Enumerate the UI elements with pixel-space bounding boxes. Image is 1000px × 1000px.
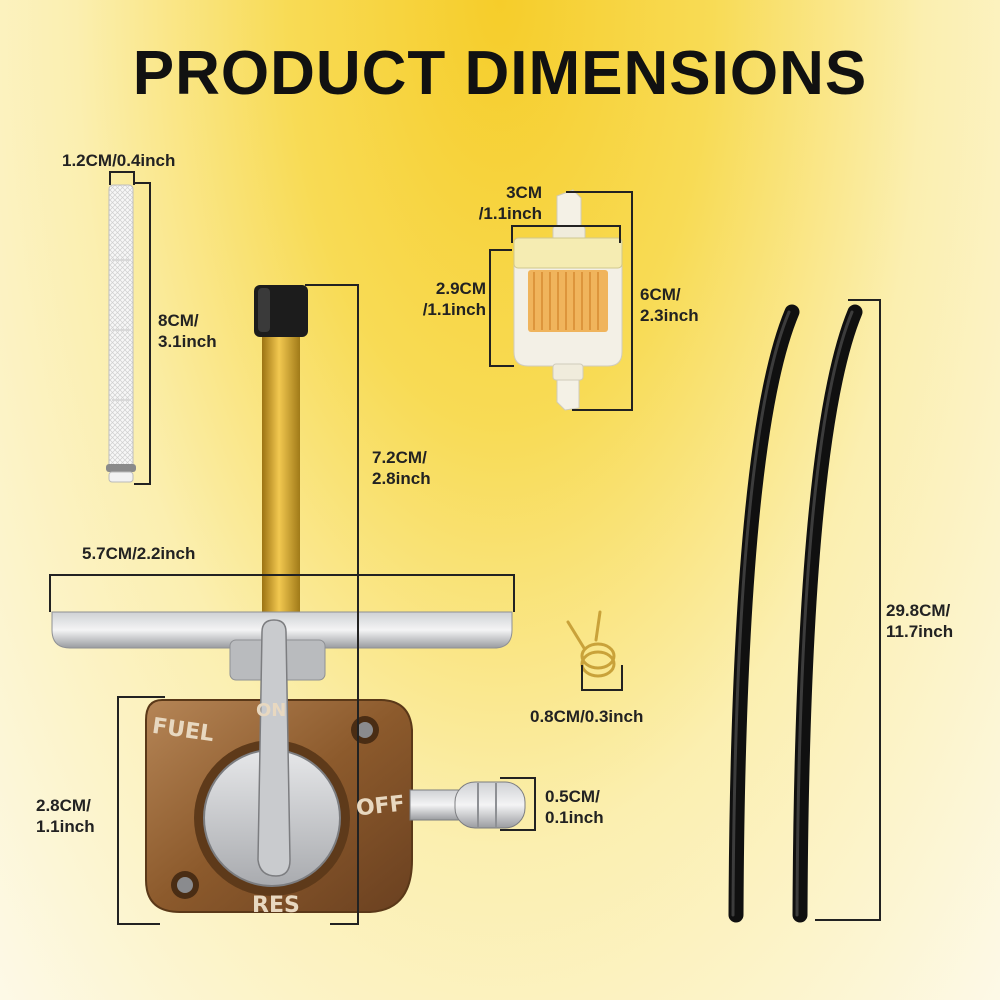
label-clip: 0.8CM/0.3inch bbox=[530, 707, 644, 726]
label-strainer-width: 1.2CM/0.4inch bbox=[62, 151, 176, 170]
label-filter-nozzle-inch: /1.1inch bbox=[478, 204, 542, 223]
dim-plate-width bbox=[49, 574, 515, 612]
label-filter-width: 2.9CM /1.1inch bbox=[406, 278, 486, 320]
dim-strainer-length bbox=[134, 182, 151, 485]
dim-strainer-width bbox=[109, 171, 135, 185]
dim-outlet bbox=[500, 777, 536, 831]
dim-hose-length bbox=[815, 299, 881, 921]
label-valve-height: 2.8CM/ 1.1inch bbox=[36, 795, 95, 837]
label-strainer-length-cm: 8CM/ bbox=[158, 311, 199, 330]
spring-clamp bbox=[566, 610, 616, 678]
label-filter-length-inch: 2.3inch bbox=[640, 306, 699, 325]
label-outlet-inch: 0.1inch bbox=[545, 808, 604, 827]
dim-tube-height bbox=[305, 284, 359, 925]
dim-filter-nozzle bbox=[566, 191, 633, 411]
label-filter-length: 6CM/ 2.3inch bbox=[640, 284, 699, 326]
valve-marking-on: ON bbox=[256, 700, 287, 721]
dim-clip bbox=[581, 665, 623, 691]
label-hose-length-cm: 29.8CM/ bbox=[886, 601, 951, 620]
fuel-strainer-screen bbox=[106, 184, 136, 483]
fuel-pickup-tube bbox=[254, 285, 308, 612]
label-strainer-length: 8CM/ 3.1inch bbox=[158, 310, 217, 352]
label-outlet-cm: 0.5CM/ bbox=[545, 787, 600, 806]
label-filter-nozzle-cm: 3CM bbox=[506, 183, 542, 202]
label-filter-length-cm: 6CM/ bbox=[640, 285, 681, 304]
dimension-lines bbox=[49, 171, 881, 925]
valve-marking-off: OFF bbox=[354, 791, 406, 822]
dim-filter-body bbox=[489, 249, 514, 367]
label-hose-length: 29.8CM/ 11.7inch bbox=[886, 600, 953, 642]
fuel-hoses bbox=[728, 304, 863, 923]
page-title: PRODUCT DIMENSIONS bbox=[132, 39, 868, 108]
label-filter-width-inch: /1.1inch bbox=[422, 300, 486, 319]
label-tube-height-cm: 7.2CM/ bbox=[372, 448, 427, 467]
label-plate-width: 5.7CM/2.2inch bbox=[82, 544, 196, 563]
dim-valve-height bbox=[117, 696, 165, 925]
label-filter-nozzle: 3CM /1.1inch bbox=[464, 182, 542, 224]
label-hose-length-inch: 11.7inch bbox=[886, 622, 954, 641]
valve-marking-res: RES bbox=[252, 893, 300, 918]
fuel-valve-body bbox=[145, 619, 526, 913]
label-filter-width-cm: 2.9CM bbox=[435, 279, 486, 298]
dim-filter-width bbox=[511, 225, 621, 243]
label-valve-height-inch: 1.1inch bbox=[36, 817, 95, 836]
label-tube-height: 7.2CM/ 2.8inch bbox=[372, 447, 431, 489]
inline-fuel-filter bbox=[513, 189, 623, 411]
label-outlet: 0.5CM/ 0.1inch bbox=[545, 786, 604, 828]
label-valve-height-cm: 2.8CM/ bbox=[36, 796, 91, 815]
label-tube-height-inch: 2.8inch bbox=[372, 469, 431, 488]
label-strainer-length-inch: 3.1inch bbox=[158, 332, 217, 351]
